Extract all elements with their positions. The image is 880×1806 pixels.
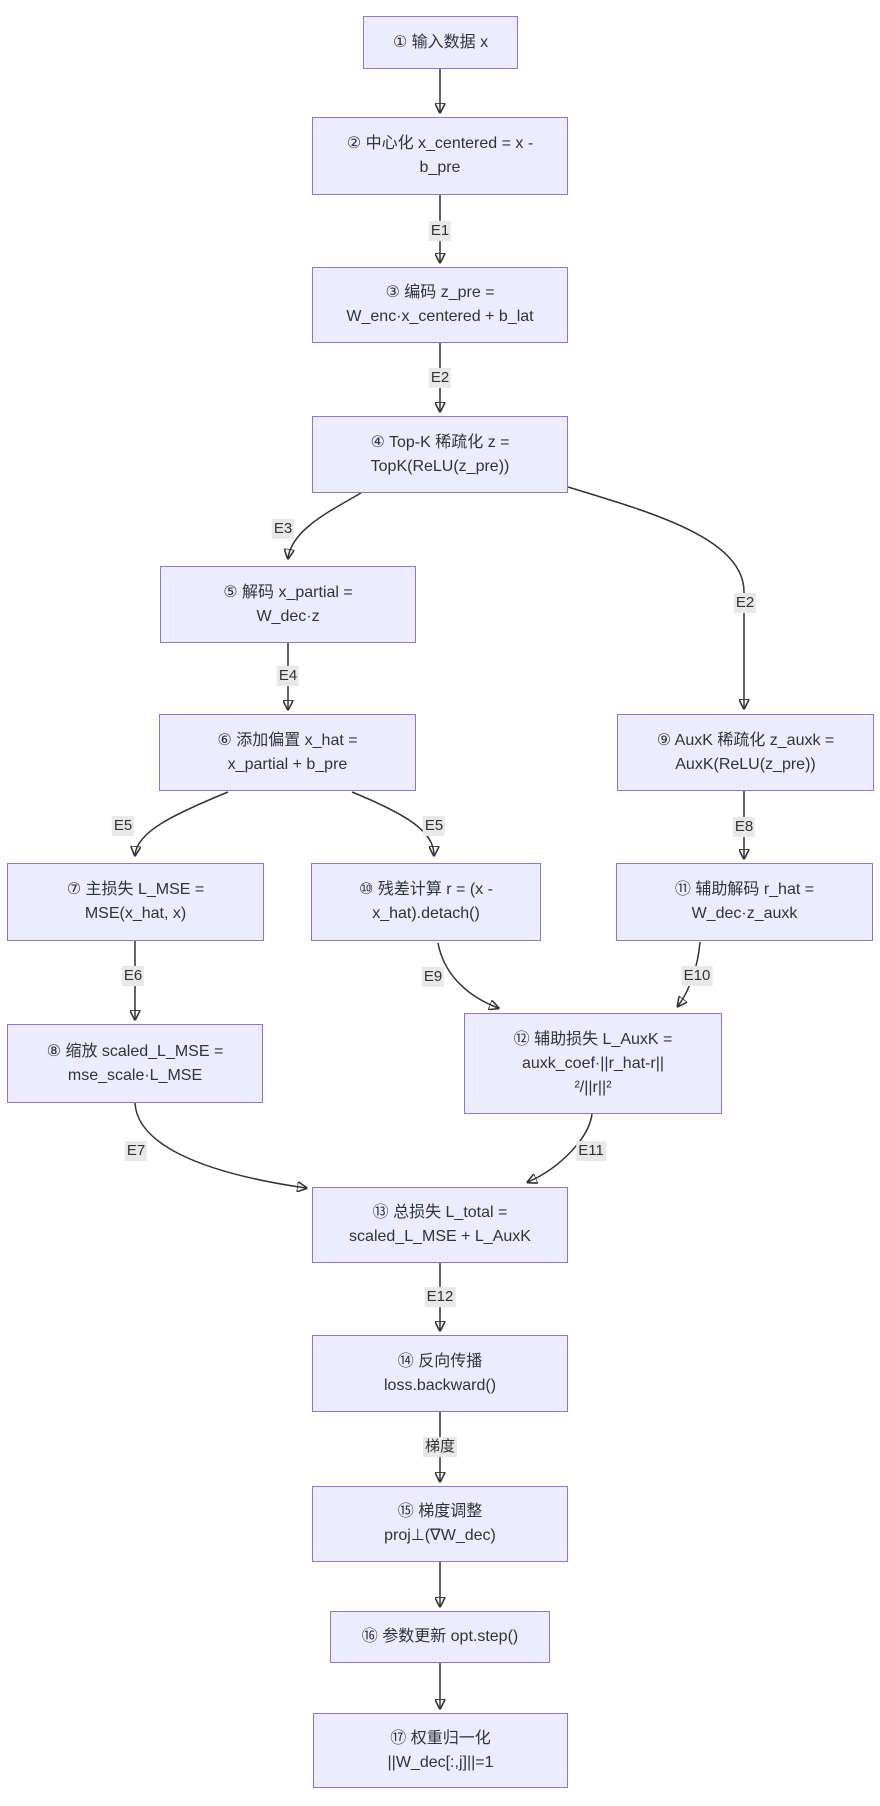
node-main-loss-text: ⑦ 主损失 L_MSE = bbox=[66, 881, 205, 898]
edge-e9-residual-auxloss bbox=[437, 942, 498, 1008]
node-aux-decode-text-2: W_dec·z_auxk bbox=[691, 905, 798, 922]
node-residual-text: ⑩ 残差计算 r = (x - bbox=[359, 881, 493, 898]
node-add-bias: ⑥ 添加偏置 x_hat = x_partial + b_pre bbox=[159, 714, 416, 791]
node-encode: ③ 编码 z_pre = W_enc·x_centered + b_lat bbox=[312, 267, 568, 343]
node-backprop-text-2: loss.backward() bbox=[383, 1376, 497, 1394]
node-total-loss-text-2: scaled_L_MSE + L_AuxK bbox=[349, 1228, 531, 1245]
node-aux-loss-text-3: ²/||r||² bbox=[574, 1078, 612, 1096]
edge-label-e4: E4 bbox=[276, 666, 300, 686]
edge-label-e11: E11 bbox=[576, 1141, 606, 1161]
edge-label-e2-right: E2 bbox=[733, 593, 757, 613]
edge-e5-addbias-mainloss bbox=[135, 791, 229, 855]
edge-label-e6: E6 bbox=[121, 966, 145, 986]
node-gradient-adjust-text-2: proj⊥(∇W_dec) bbox=[384, 1527, 496, 1544]
edge-e11-auxloss-total bbox=[528, 1113, 593, 1182]
node-add-bias-text: ⑥ 添加偏置 x_hat = bbox=[217, 731, 358, 749]
node-gradient-adjust: ⑮ 梯度调整 proj⊥(∇W_dec) bbox=[312, 1486, 568, 1562]
node-input-data: ① 输入数据 x bbox=[363, 16, 518, 69]
node-topk-text: ④ Top-K 稀疏化 z = bbox=[370, 433, 510, 451]
edge-e2-topk-auxk bbox=[567, 486, 744, 708]
edge-label-e8: E8 bbox=[732, 817, 756, 837]
node-scale-loss-text-2: mse_scale·L_MSE bbox=[67, 1066, 203, 1084]
node-topk-sparsify: ④ Top-K 稀疏化 z = TopK(ReLU(z_pre)) bbox=[312, 416, 568, 493]
node-backprop: ⑭ 反向传播 loss.backward() bbox=[312, 1335, 568, 1412]
edge-label-e3: E3 bbox=[271, 519, 295, 539]
edge-label-e9: E9 bbox=[421, 967, 445, 987]
node-encode-text-2: W_enc·x_centered + b_lat bbox=[346, 308, 534, 325]
node-centering-text-2: b_pre bbox=[419, 159, 461, 176]
node-input-data-text: ① 输入数据 x bbox=[392, 33, 489, 51]
edge-label-e7: E7 bbox=[124, 1141, 148, 1161]
edge-label-gradient: 梯度 bbox=[422, 1437, 458, 1457]
edge-e7-scale-totalloss bbox=[134, 1102, 306, 1188]
node-decode: ⑤ 解码 x_partial = W_dec·z bbox=[160, 566, 416, 643]
node-residual: ⑩ 残差计算 r = (x - x_hat).detach() bbox=[311, 863, 541, 941]
edge-e3-topk-decode bbox=[288, 492, 362, 558]
edge-label-e5-left: E5 bbox=[111, 816, 135, 836]
node-weight-normalize-text: ⑰ 权重归一化 bbox=[390, 1729, 491, 1747]
node-decode-text: ⑤ 解码 x_partial = bbox=[223, 583, 353, 601]
edge-label-e12: E12 bbox=[424, 1287, 456, 1307]
node-gradient-adjust-text: ⑮ 梯度调整 bbox=[397, 1503, 483, 1520]
node-auxk-text: ⑨ AuxK 稀疏化 z_auxk = bbox=[656, 731, 835, 749]
node-scale-loss-text: ⑧ 缩放 scaled_L_MSE = bbox=[46, 1042, 224, 1060]
node-main-loss: ⑦ 主损失 L_MSE = MSE(x_hat, x) bbox=[7, 863, 264, 941]
edge-label-e1: E1 bbox=[428, 221, 452, 241]
edge-label-e2: E2 bbox=[428, 368, 452, 388]
node-centering-text: ② 中心化 x_centered = x - bbox=[346, 135, 534, 152]
node-encode-text: ③ 编码 z_pre = bbox=[385, 284, 495, 301]
node-residual-text-2: x_hat).detach() bbox=[372, 905, 480, 922]
node-weight-normalize: ⑰ 权重归一化 ||W_dec[:,j]||=1 bbox=[313, 1713, 568, 1788]
node-add-bias-text-2: x_partial + b_pre bbox=[227, 755, 348, 773]
node-backprop-text: ⑭ 反向传播 bbox=[397, 1352, 483, 1370]
node-aux-decode-text: ⑪ 辅助解码 r_hat = bbox=[674, 881, 815, 898]
node-auxk-text-2: AuxK(ReLU(z_pre)) bbox=[675, 755, 816, 773]
node-main-loss-text-2: MSE(x_hat, x) bbox=[84, 905, 187, 922]
node-total-loss-text: ⑬ 总损失 L_total = bbox=[372, 1204, 508, 1221]
node-total-loss: ⑬ 总损失 L_total = scaled_L_MSE + L_AuxK bbox=[312, 1187, 568, 1263]
node-param-update-text: ⑯ 参数更新 opt.step() bbox=[361, 1628, 519, 1645]
node-aux-decode: ⑪ 辅助解码 r_hat = W_dec·z_auxk bbox=[616, 863, 873, 941]
edge-e5-addbias-residual bbox=[351, 791, 434, 855]
node-weight-normalize-text-2: ||W_dec[:,j]||=1 bbox=[387, 1753, 494, 1771]
node-centering: ② 中心化 x_centered = x - b_pre bbox=[312, 117, 568, 195]
edge-label-e10: E10 bbox=[681, 966, 713, 986]
node-auxk-sparsify: ⑨ AuxK 稀疏化 z_auxk = AuxK(ReLU(z_pre)) bbox=[617, 714, 874, 791]
node-topk-text-2: TopK(ReLU(z_pre)) bbox=[370, 457, 510, 475]
node-param-update: ⑯ 参数更新 opt.step() bbox=[330, 1611, 550, 1663]
node-aux-loss-text: ⑫ 辅助损失 L_AuxK = bbox=[513, 1030, 673, 1048]
node-aux-loss-text-2: auxk_coef·||r_hat-r|| bbox=[521, 1054, 664, 1072]
node-scale-loss: ⑧ 缩放 scaled_L_MSE = mse_scale·L_MSE bbox=[7, 1024, 263, 1103]
node-aux-loss: ⑫ 辅助损失 L_AuxK = auxk_coef·||r_hat-r|| ²/… bbox=[464, 1013, 722, 1114]
edge-label-e5-right: E5 bbox=[422, 816, 446, 836]
node-decode-text-2: W_dec·z bbox=[256, 607, 320, 625]
